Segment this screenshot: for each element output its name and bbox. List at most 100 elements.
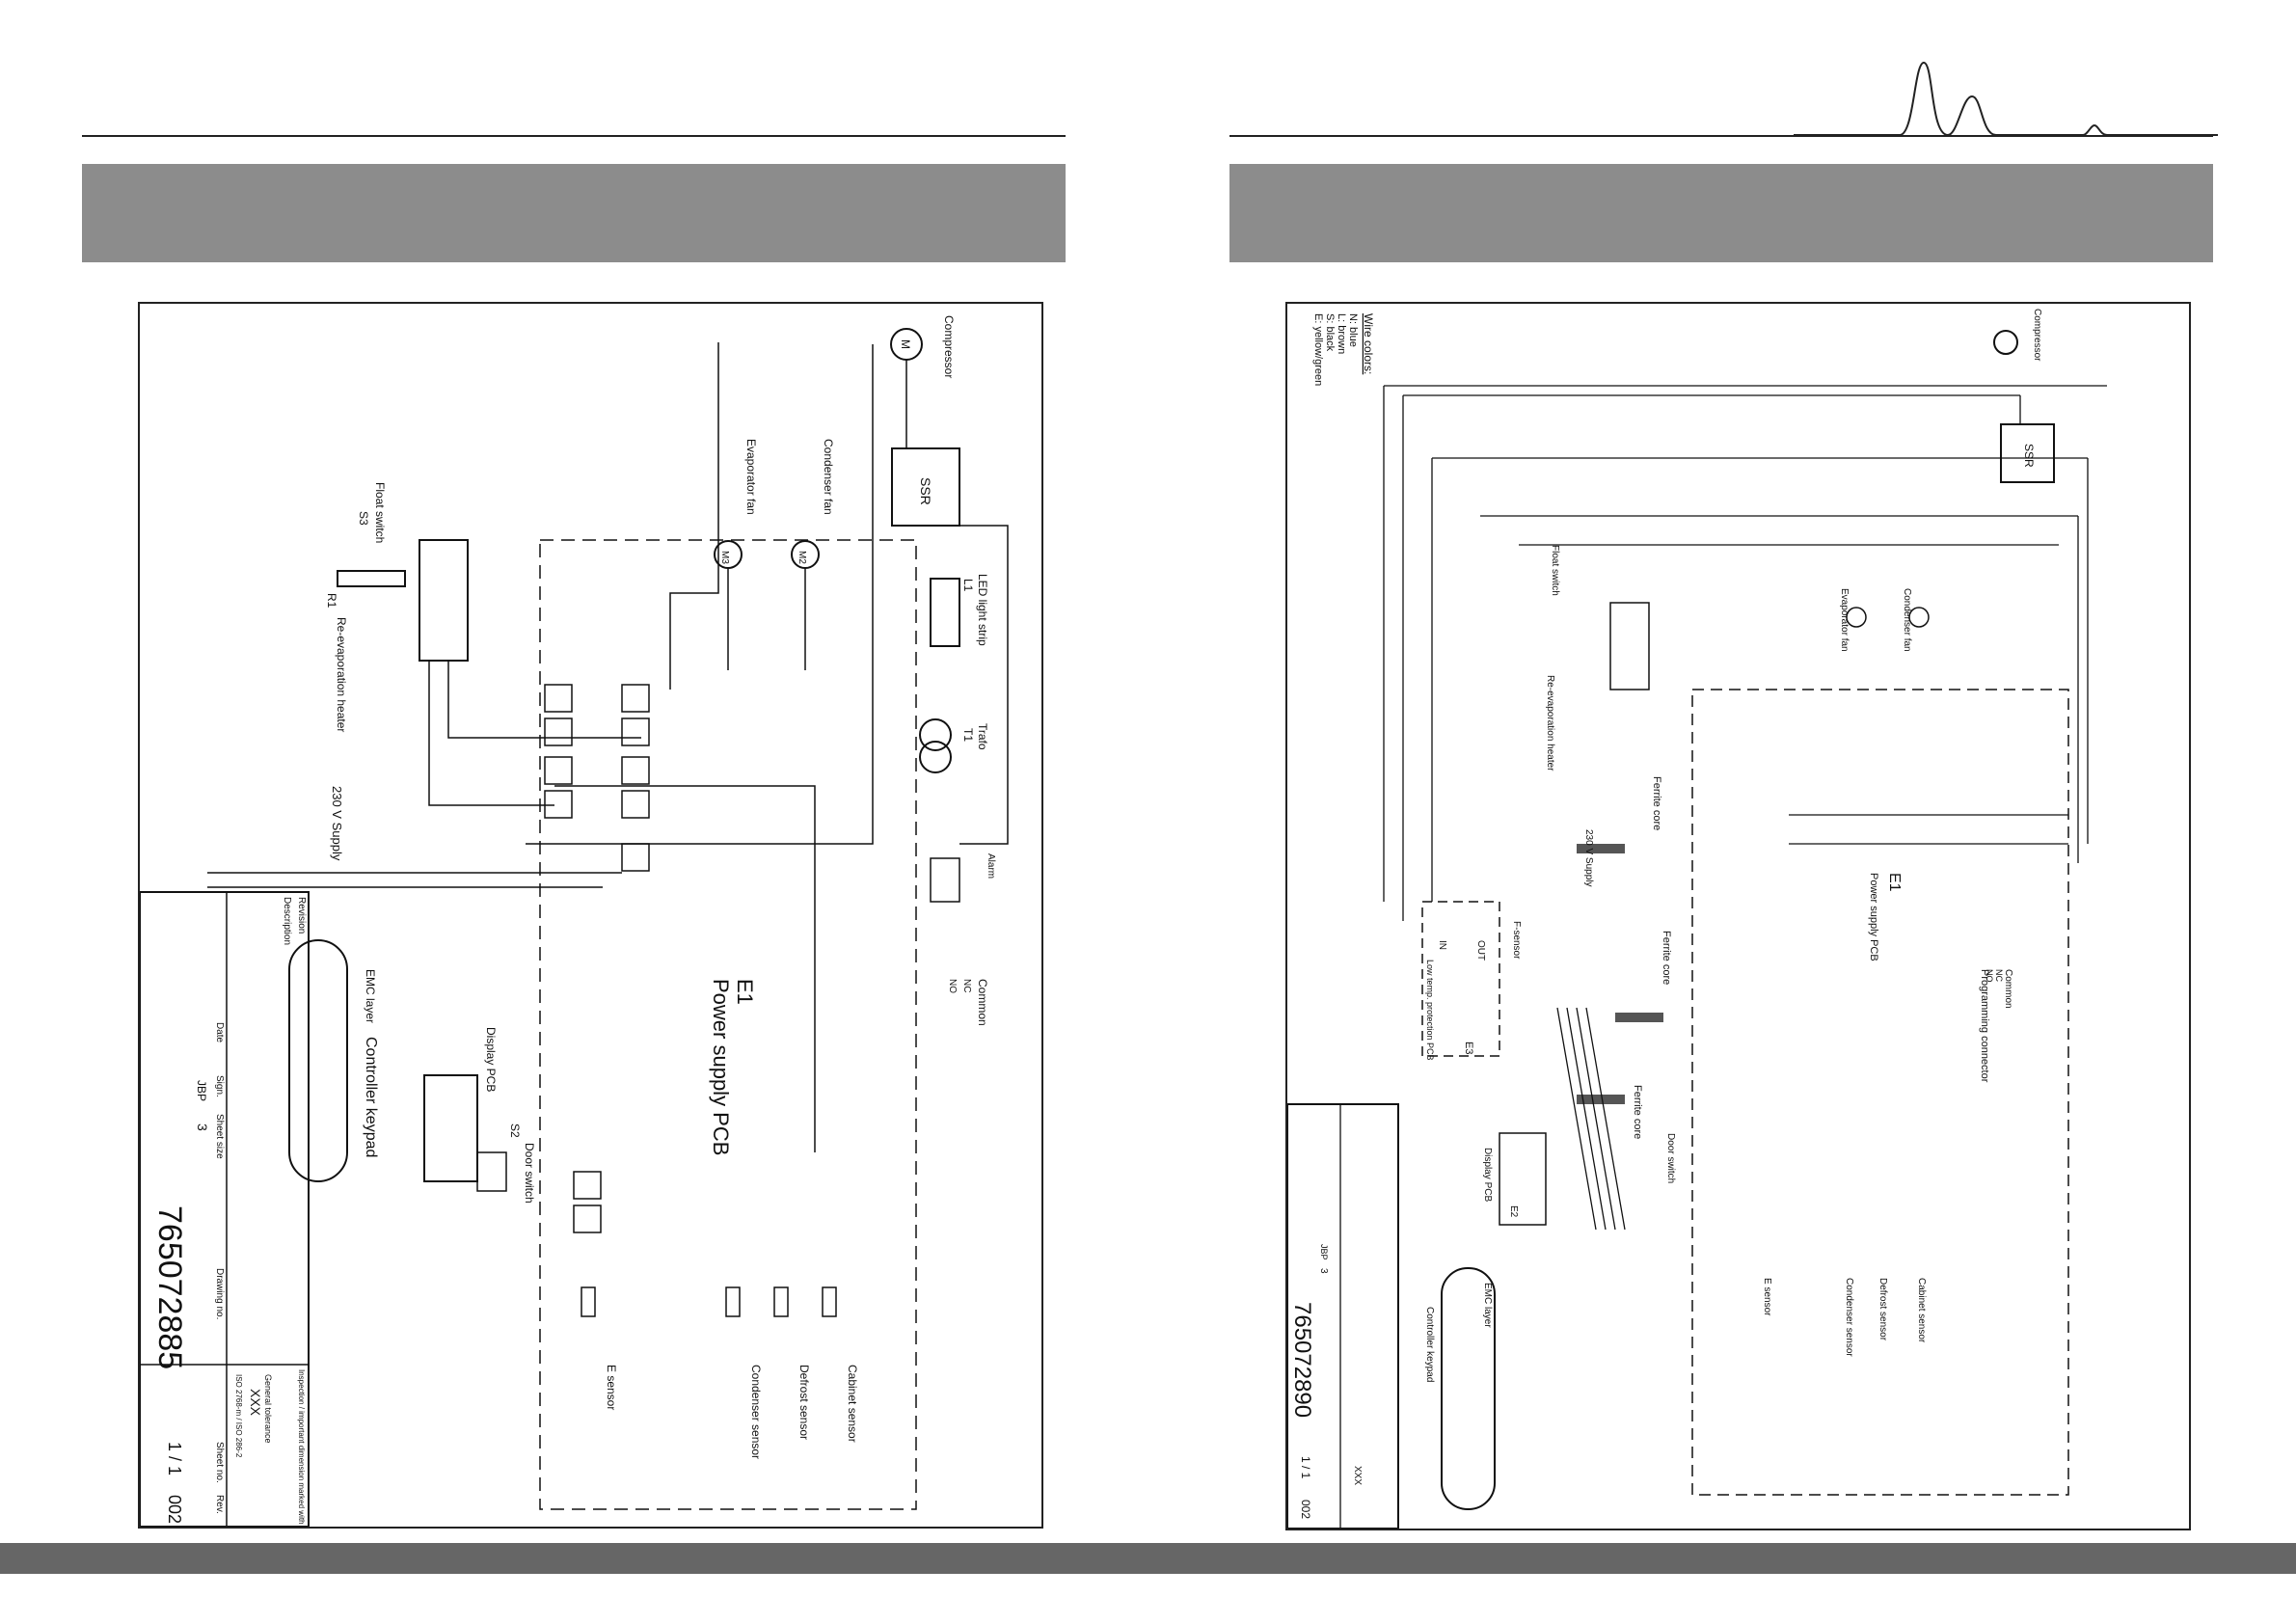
left-evaporator-fan: M3 Evaporator fan xyxy=(714,439,758,569)
left-condenser-fan-label: Condenser fan xyxy=(822,439,835,515)
left-tb-sign: Sign. xyxy=(214,1075,225,1097)
left-tb-sheet-size: Sheet size xyxy=(214,1114,225,1159)
left-title-block: Revision Description Date Sign. Sheet si… xyxy=(139,891,310,1528)
left-tb-rev-label: Rev. xyxy=(214,1495,225,1514)
right-display-label: Display PCB xyxy=(1482,1148,1493,1202)
left-tb-inspection: Inspection / important dimension marked … xyxy=(297,1369,306,1525)
right-low-temp-label: Low temp. protection PCB xyxy=(1425,960,1435,1061)
right-wire-color-3: E: yellow/green xyxy=(1312,313,1324,386)
right-condenser-fan-label: Condenser fan xyxy=(1902,588,1912,652)
left-tb-sheet-no: 1 / 1 xyxy=(165,1442,184,1475)
left-tb-sheet-no-label: Sheet no. xyxy=(214,1442,225,1483)
right-float-label: Float switch xyxy=(1550,545,1560,596)
right-evaporator-fan-label: Evaporator fan xyxy=(1839,588,1850,652)
left-door-ref: S2 xyxy=(508,1123,522,1138)
right-tb-sign-value: JBP xyxy=(1319,1244,1329,1260)
left-tb-drawing-label: Drawing no. xyxy=(214,1268,225,1319)
right-float-block xyxy=(1609,602,1650,690)
left-float-switch-block: Float switch S3 R1 Re-evaporation heater xyxy=(325,482,469,732)
right-schematic-sheet: Wire colors: N: blue L: brown S: black E… xyxy=(1285,302,2191,1530)
left-header-rule xyxy=(82,135,1066,137)
left-led-label: LED light strip xyxy=(976,574,989,646)
right-emc-label: EMC layer xyxy=(1482,1283,1493,1328)
left-trafo: Trafo T1 xyxy=(919,718,989,773)
right-cabinet-sensor: Cabinet sensor xyxy=(1916,1278,1927,1343)
left-tb-rev: 002 xyxy=(165,1495,184,1524)
left-tb-revision: Revision xyxy=(296,897,307,934)
left-display-pcb: Display PCB xyxy=(423,1027,498,1182)
peak-logo xyxy=(1794,61,2218,137)
right-ferrite-cores: Ferrite core Ferrite core Ferrite core xyxy=(1577,776,1672,1139)
right-wire-color-2: S: black xyxy=(1324,313,1336,352)
left-schematic: M Compressor SSR M2 Condenser fan M3 Eva… xyxy=(139,315,1009,1528)
left-wiring xyxy=(207,342,1009,1152)
left-alarm-label: Alarm xyxy=(986,853,996,879)
right-e-sensor: E sensor xyxy=(1762,1278,1772,1316)
left-display-pcb-label: Display PCB xyxy=(484,1027,498,1092)
right-f-sensor-label: F-sensor xyxy=(1511,921,1522,960)
right-display-pcb xyxy=(1499,1132,1547,1226)
right-ferrite-label-1: Ferrite core xyxy=(1651,776,1662,830)
left-cabinet-sensor: Cabinet sensor xyxy=(846,1365,859,1443)
right-nc-label: NC xyxy=(1994,969,2004,982)
left-common-label: Common xyxy=(976,979,989,1026)
left-compressor-m: M xyxy=(899,339,912,349)
right-ferrite-label-3: Ferrite core xyxy=(1632,1085,1643,1139)
right-wire-color-0: N: blue xyxy=(1347,313,1359,347)
left-tb-sign-value: JBP xyxy=(195,1080,208,1101)
left-m3: M3 xyxy=(719,551,730,564)
right-tb-sheet-no: 1 / 1 xyxy=(1299,1456,1312,1479)
left-evaporator-fan-label: Evaporator fan xyxy=(744,439,758,515)
left-heater-label: Re-evaporation heater xyxy=(335,617,348,732)
left-led-ref: L1 xyxy=(961,579,975,592)
right-common-label: Common xyxy=(2003,969,2013,1009)
right-out-label: OUT xyxy=(1475,940,1486,961)
left-tb-tolerance-value: XXX xyxy=(248,1389,263,1417)
right-tb-rev: 002 xyxy=(1299,1500,1312,1519)
right-header-band xyxy=(1229,164,2213,262)
right-header-rule xyxy=(1229,135,2213,137)
left-e-sensor: E sensor xyxy=(605,1365,618,1410)
left-float-ref: S3 xyxy=(357,511,370,526)
right-title-block: JBP 3 765072890 XXX 1 / 1 002 xyxy=(1286,1103,1399,1529)
right-wire-colors-title: Wire colors: xyxy=(1362,313,1375,374)
left-defrost-sensor: Defrost sensor xyxy=(797,1365,811,1440)
right-condenser-sensor: Condenser sensor xyxy=(1844,1278,1854,1357)
left-tb-date: Date xyxy=(214,1022,225,1043)
left-tb-description: Description xyxy=(282,897,292,945)
left-sensors: E sensor Condenser sensor Defrost sensor… xyxy=(581,1286,859,1459)
left-compressor-label: Compressor xyxy=(942,315,956,378)
left-keypad: EMC layer Controller keypad xyxy=(288,939,379,1182)
right-low-temp-pcb xyxy=(1421,901,1500,1057)
left-no-label: NO xyxy=(947,979,958,993)
left-door-switch: S2 Door switch xyxy=(476,1123,536,1204)
right-door-label: Door switch xyxy=(1665,1133,1676,1183)
left-trafo-ref: T1 xyxy=(961,728,975,742)
right-programming-label: Programming connector xyxy=(1979,969,1990,1083)
right-wiring xyxy=(1383,385,2107,1231)
left-power-pcb-label: Power supply PCB xyxy=(709,979,733,1155)
left-float-label: Float switch xyxy=(373,482,387,543)
right-wire-color-1: L: brown xyxy=(1336,313,1347,354)
left-tb-standard: ISO 2768-m / ISO 286-2 xyxy=(234,1374,243,1458)
right-e1: E1 xyxy=(1886,873,1903,892)
footer-band xyxy=(0,1543,2296,1574)
right-supply-label: 230 V Supply xyxy=(1583,829,1594,887)
left-compressor: M Compressor xyxy=(890,315,956,378)
right-keypad-label: Controller keypad xyxy=(1424,1307,1435,1382)
right-in-label: IN xyxy=(1437,940,1447,950)
left-ssr-label: SSR xyxy=(918,477,933,505)
left-heater-ref: R1 xyxy=(325,593,338,609)
right-compressor xyxy=(1993,330,2018,355)
left-condenser-sensor: Condenser sensor xyxy=(749,1365,763,1459)
right-ssr xyxy=(2000,423,2055,483)
left-emc-label: EMC layer xyxy=(364,969,377,1023)
right-compressor-label: Compressor xyxy=(2032,309,2042,362)
right-condenser-fan xyxy=(1908,607,1930,628)
right-ferrite-label-2: Ferrite core xyxy=(1661,931,1672,985)
left-m2: M2 xyxy=(797,551,807,564)
right-power-pcb-label: Power supply PCB xyxy=(1868,873,1879,961)
left-alarm-relay: Common Alarm NC NO xyxy=(930,853,996,1026)
left-condenser-fan: M2 Condenser fan xyxy=(791,439,835,569)
left-trafo-label: Trafo xyxy=(976,723,989,750)
